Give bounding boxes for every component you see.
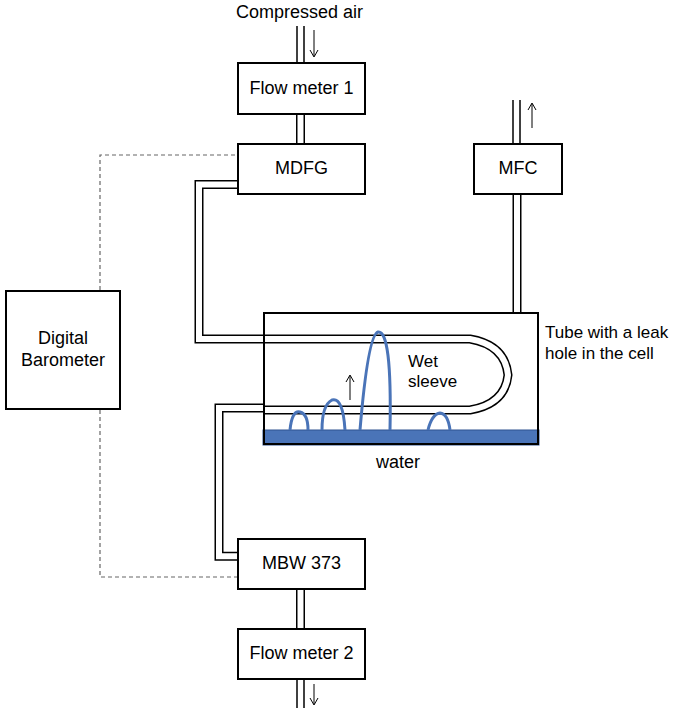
mfc-box: MFC (473, 143, 563, 195)
signal-line (100, 410, 237, 577)
box-label: Digital Barometer (7, 328, 119, 371)
box-label: MBW 373 (256, 553, 347, 575)
barometer-box: Digital Barometer (5, 290, 121, 410)
water-band (263, 430, 539, 445)
exhaust-pipe (513, 100, 536, 143)
connector-stroke (219, 408, 263, 556)
connector-stroke (296, 590, 305, 628)
connector-stroke (100, 410, 237, 577)
connector-stroke (199, 185, 263, 339)
connector-stroke (513, 195, 522, 312)
signal-line (100, 155, 237, 290)
connector-stroke (219, 408, 263, 556)
gas-tube (219, 408, 263, 556)
box-label: Flow meter 2 (243, 643, 359, 665)
inlet-label: Compressed air (236, 2, 363, 24)
gas-tube (517, 195, 518, 312)
gas-tube (300, 590, 301, 628)
cell-caption: Tube with a leak hole in the cell (545, 322, 673, 365)
box-label: MFC (493, 158, 544, 180)
connector-stroke (296, 115, 305, 143)
mdfg-box: MDFG (237, 143, 366, 195)
flow-meter-box: Flow meter 2 (237, 628, 366, 680)
outlet-pipe (297, 680, 318, 708)
connector-stroke (514, 195, 520, 312)
box-label: MDFG (269, 158, 334, 180)
test-cell: Tube with a leak hole in the cell (263, 312, 539, 445)
analyzer-box: MBW 373 (237, 538, 366, 590)
leak-tube (263, 339, 508, 410)
box-label: Flow meter 1 (243, 78, 359, 100)
connector-stroke (298, 590, 304, 628)
gas-tube (199, 185, 263, 339)
flow-meter-box: Flow meter 1 (237, 62, 366, 115)
gas-tube (300, 115, 301, 143)
connector-stroke (298, 115, 304, 143)
part-label: Wet sleeve (408, 352, 458, 393)
connector-stroke (100, 155, 237, 290)
part-label: water (376, 452, 420, 474)
inlet-pipe (297, 26, 318, 63)
connector-stroke (199, 185, 263, 339)
